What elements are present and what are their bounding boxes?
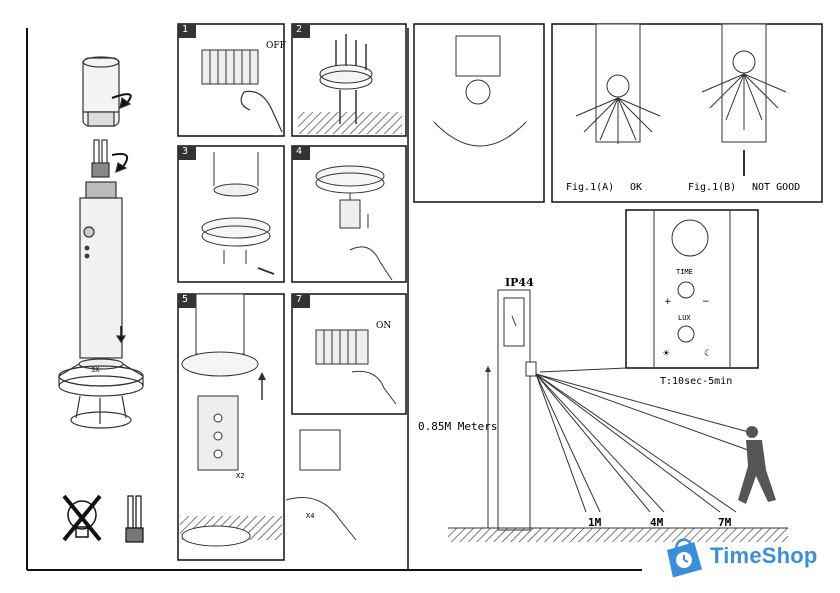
- sensor-control-panel: [539, 209, 759, 373]
- brand-name: TimeShop: [710, 543, 818, 568]
- walking-person-icon: [738, 426, 776, 504]
- sun-icon: ☀: [662, 349, 670, 359]
- distance-4m: 4M: [650, 516, 664, 529]
- time-dial-icon: [677, 281, 695, 299]
- step-number-3: 3: [182, 146, 189, 157]
- step7-on-label: ON: [376, 321, 391, 331]
- step-panel-5: [177, 293, 357, 561]
- cfl-bulb-icon: [125, 495, 144, 543]
- sensor-fig-a: [551, 23, 823, 203]
- sensor-top-view: [413, 23, 545, 203]
- fig-a-label: Fig.1(A): [566, 182, 614, 193]
- screw-count-label: 3X: [91, 366, 100, 374]
- step-panel-3: [177, 145, 285, 283]
- step-panel-1: [177, 23, 285, 137]
- no-incandescent-icon: [62, 494, 102, 542]
- x2-label: X2: [236, 472, 244, 480]
- pir-lens-icon: [671, 219, 709, 257]
- step-number-1: 1: [182, 24, 189, 35]
- step1-off-label: OFF: [266, 41, 286, 51]
- ip-rating-label: IP44: [505, 276, 534, 289]
- lux-label: LUX: [678, 314, 691, 322]
- fig-a-status: OK: [630, 182, 642, 193]
- moon-icon: ☾: [704, 349, 712, 359]
- step-number-2: 2: [296, 24, 303, 35]
- distance-1m: 1M: [588, 516, 602, 529]
- x4-label: X4: [306, 512, 314, 520]
- lamp-exploded-view: [58, 56, 144, 429]
- shopping-bag-clock-icon: [667, 538, 703, 578]
- brand-logo: TimeShop: [660, 530, 818, 582]
- time-minus-label: −: [702, 297, 710, 307]
- step-panel-7: [291, 293, 407, 415]
- time-plus-label: +: [664, 297, 672, 307]
- step-panel-4: [291, 145, 407, 283]
- installation-diagram: [448, 289, 788, 542]
- step-number-7: 7: [296, 294, 303, 305]
- distance-7m: 7M: [718, 516, 732, 529]
- step-number-4: 4: [296, 146, 303, 157]
- time-label: TIME: [676, 268, 693, 276]
- step-number-5: 5: [182, 294, 189, 305]
- timer-range-label: T:10sec-5min: [660, 376, 732, 387]
- lux-dial-icon: [677, 325, 695, 343]
- height-label: 0.85M Meters: [418, 420, 497, 433]
- fig-b-status: NOT GOOD: [752, 182, 800, 193]
- fig-b-label: Fig.1(B): [688, 182, 736, 193]
- step-panel-2: [291, 23, 407, 137]
